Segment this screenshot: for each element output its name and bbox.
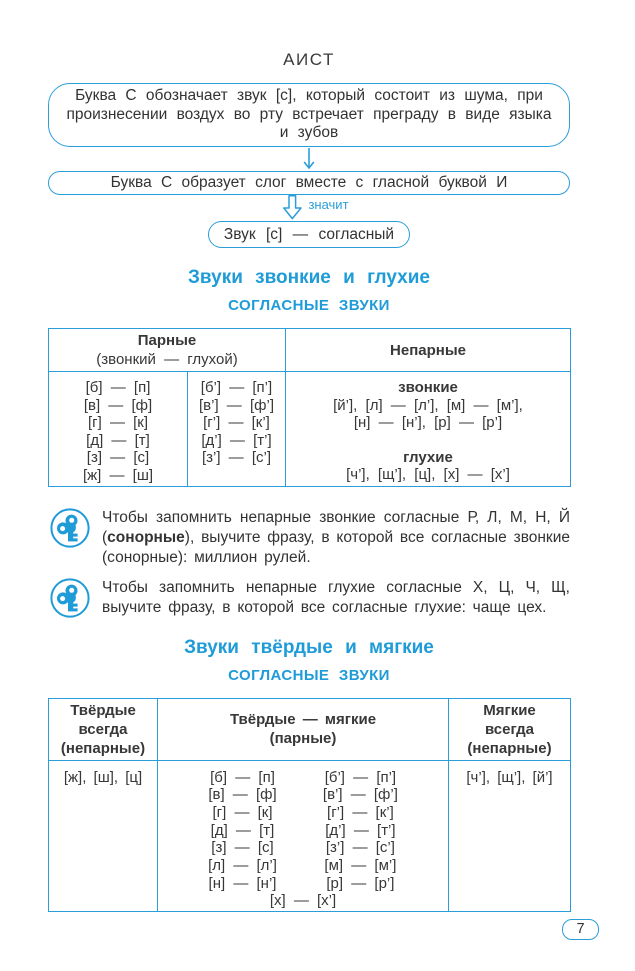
conclusion-wrap: Звук [с] — согласный [48,221,570,248]
paired-header-cell: Парные (звонкий — глухой) [48,328,286,372]
section-heading-hardness: Звуки твёрдые и мягкие [184,636,434,658]
voiced-group-label: звонкие [398,379,458,396]
tip-text-part2: ), выучите фразу, в которой все согласны… [102,528,570,566]
section-heading-voiced: Звуки звонкие и глухие [188,267,430,288]
section-subheading-hardness: СОГЛАСНЫЕ ЗВУКИ [228,666,390,684]
arrow-label: значит [308,197,349,212]
conclusion-box: Звук [с] — согласный [207,221,411,248]
concept-box-syllable: Буква С образует слог вместе с гласной б… [48,170,570,195]
unpaired-header-cell: Непарные [285,328,571,372]
unpaired-cell: звонкие [й’], [л] — [л’], [м] — [м’], [н… [285,371,571,487]
unpaired-header: Непарные [390,341,466,359]
tip-sonorants: Чтобы запомнить непарные звонкие согласн… [48,507,570,568]
concept-box-sound: Буква С обозначает звук [с], который сос… [48,83,570,147]
tip-sonorants-text: Чтобы запомнить непарные звонкие согласн… [102,508,570,568]
page-title: АИСТ [283,50,335,69]
voiceless-group-label: глухие [403,448,453,466]
hard-unpaired-cell: [ж], [ш], [ц] [48,759,158,913]
hard-unpaired-header: Твёрдые всегда (непарные) [48,697,158,761]
key-icon [50,577,90,618]
tip-text-part1: Чтобы запомнить непарные звонкие согласн… [102,508,570,546]
hard-soft-table: Твёрдые всегда (непарные) Твёрдые — мягк… [48,697,571,913]
section-subheading-voiced: СОГЛАСНЫЕ ЗВУКИ [228,297,390,314]
tip-text-bold: сонорные [107,528,185,546]
tip-voiceless: Чтобы запомнить непарные глухие согласны… [48,577,570,618]
pairs-columns: [б] — [п] [в] — [ф] [г] — [к] [д] — [т] … [159,769,447,893]
pairs-bottom-row: [х] — [х’] [269,892,337,910]
paired-hard-cell: [б] — [п] [в] — [ф] [г] — [к] [д] — [т] … [48,371,188,487]
soft-unpaired-header: Мягкие всегда (непарные) [448,697,571,761]
tip-voiceless-text: Чтобы запомнить непарные глухие согласны… [102,578,570,616]
soft-unpaired-cell: [ч’], [щ’], [й’] [448,759,571,913]
pairs-right-column: [б’] — [п’] [в’] — [ф’] [г’] — [к’] [д’]… [322,768,398,892]
double-down-arrow-icon [283,195,303,220]
voiced-group-values: [й’], [л] — [л’], [м] — [м’], [н] — [н’]… [333,396,523,432]
flow-arrow-labeled: значит [62,195,570,221]
pairs-left-column: [б] — [п] [в] — [ф] [г] — [к] [д] — [т] … [208,768,277,892]
paired-soft-cell: [б’] — [п’] [в’] — [ф’] [г’] — [к’] [д’]… [187,371,286,487]
key-icon [50,507,90,548]
flow-arrow [48,147,570,171]
down-arrow-icon [303,147,315,169]
paired-subheader: (звонкий — глухой) [96,351,238,368]
page-content: АИСТ Буква С обозначает звук [с], которы… [48,50,571,913]
paired-header: Парные [137,332,197,349]
page-number-badge: 7 [562,919,599,940]
hard-soft-paired-header: Твёрдые — мягкие (парные) [157,697,449,761]
voiceless-group-values: [ч’], [щ’], [ц], [х] — [х’] [346,466,510,484]
voiced-voiceless-table: Парные (звонкий — глухой) Непарные [б] —… [48,328,571,487]
hard-soft-pairs-cell: [б] — [п] [в] — [ф] [г] — [к] [д] — [т] … [157,759,449,913]
